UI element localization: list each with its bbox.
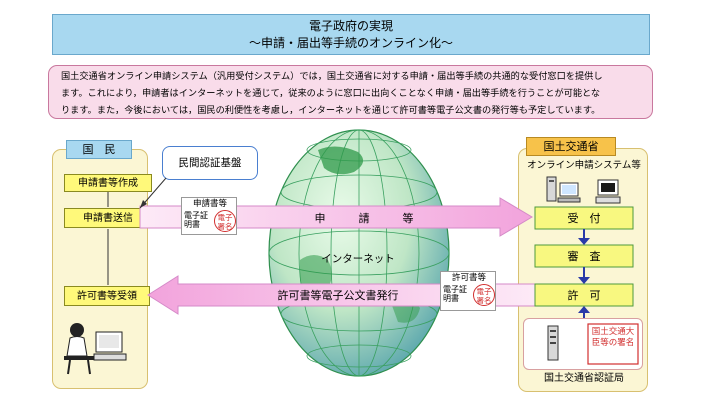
accept-label: 受 付 [568, 212, 601, 225]
person-at-computer-icon [64, 323, 127, 375]
intro-line-3: ります。また，今後においては，国民の利便性を考慮し，インターネットを通じて許可書… [61, 105, 601, 116]
accept-to-review-arrow [578, 229, 590, 245]
internet-label: インターネット [321, 253, 395, 265]
private-auth-box: 民間認証基盤 [162, 146, 258, 180]
permit-doc-title: 許可書等 [451, 273, 486, 283]
permit-label: 許 可 [568, 289, 601, 302]
intro-text: 国土交通省オンライン申請システム（汎用受付システム）では，国土交通省に対する申請… [48, 65, 653, 119]
application-doc-seal: 電子署名 [214, 210, 236, 232]
citizen-header: 国 民 [66, 140, 132, 159]
permit-document-icon: 許可書等 電子証明書 電子署名 [440, 271, 496, 311]
create-application-box: 申請書等作成 [64, 174, 152, 192]
issuance-arrow-label: 許可書等電子公文書発行 [278, 288, 399, 302]
review-to-permit-arrow [578, 267, 590, 284]
application-doc-cert: 電子証明書 [184, 211, 208, 229]
ministry-header: 国土交通省 [526, 137, 616, 156]
auth-server-icon [547, 325, 559, 361]
cert-authority-label: 国土交通省認証局 [544, 373, 624, 384]
client-pc-icon [595, 179, 621, 204]
permit-doc-seal: 電子署名 [473, 284, 495, 306]
online-system-label: オンライン申請システム等 [527, 160, 641, 171]
intro-line-1: 国土交通省オンライン申請システム（汎用受付システム）では，国土交通省に対する申請… [61, 71, 603, 82]
intro-line-2: ます。これにより，申請者はインターネットを通じて，従来のように窓口に出向くことな… [61, 88, 601, 99]
application-document-icon: 申請書等 電子証明書 電子署名 [181, 197, 237, 235]
permit-doc-cert: 電子証明書 [443, 285, 467, 303]
auth-arrowhead [140, 200, 147, 208]
minister-seal-text: 国土交通大臣等の署名 [591, 327, 635, 348]
title-line-1: 電子政府の実現 [308, 19, 393, 33]
minister-seal-stamp [587, 323, 639, 365]
page-title: 電子政府の実現 ～申請・届出等手続のオンライン化～ [52, 14, 650, 55]
review-label: 審 査 [568, 249, 601, 263]
application-arrow-label: 申 請 等 [315, 211, 414, 225]
auth-to-permit-arrow [578, 306, 590, 318]
application-doc-title: 申請書等 [192, 199, 227, 209]
server-pc-icon [546, 176, 581, 203]
title-line-2: ～申請・届出等手続のオンライン化～ [248, 36, 453, 50]
